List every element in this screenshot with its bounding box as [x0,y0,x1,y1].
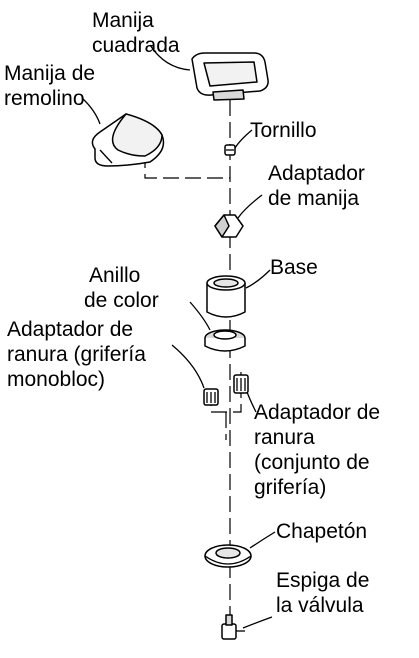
leader-line-spline-adapter-set [246,391,257,413]
leader-line-square-handle [149,44,191,71]
leader-line-spline-adapter-monobloc [171,344,205,389]
label-escutcheon: Chapetón [276,520,368,543]
escutcheon-part [204,544,252,568]
leader-line-handle-adapter [237,194,263,219]
label-spline-adapter-monobloc: Adaptador de ranura (grifería monobloc) [7,318,146,391]
valve-stem-part [221,614,245,640]
leader-line-whirl-handle [81,97,101,125]
leader-line-escutcheon [249,531,276,549]
spline-adapter-set-part [233,374,249,394]
base-part [206,275,246,318]
spline-adapter-monobloc-part [203,388,219,406]
label-screw: Tornillo [250,119,317,142]
label-spline-adapter-set: Adaptador de ranura (conjunto de griferí… [254,401,381,499]
leader-line-color-ring [189,301,211,331]
leader-line-screw [234,129,253,149]
label-handle-adapter: Adaptador de manija [268,162,365,210]
leader-line-valve-stem [242,616,273,629]
color-ring-part [204,329,246,352]
leader-line-base [245,269,271,289]
screw-part [224,144,236,156]
label-valve-stem: Espiga de la válvula [276,569,370,617]
label-square-handle: Manija cuadrada [92,9,180,57]
label-color-ring: Anillo de color [84,264,159,312]
square-handle-part [191,52,269,101]
handle-adapter-part [214,214,244,238]
label-whirl-handle: Manija de remolino [4,62,96,110]
label-base: Base [270,256,318,279]
whirl-handle-part [91,113,165,167]
